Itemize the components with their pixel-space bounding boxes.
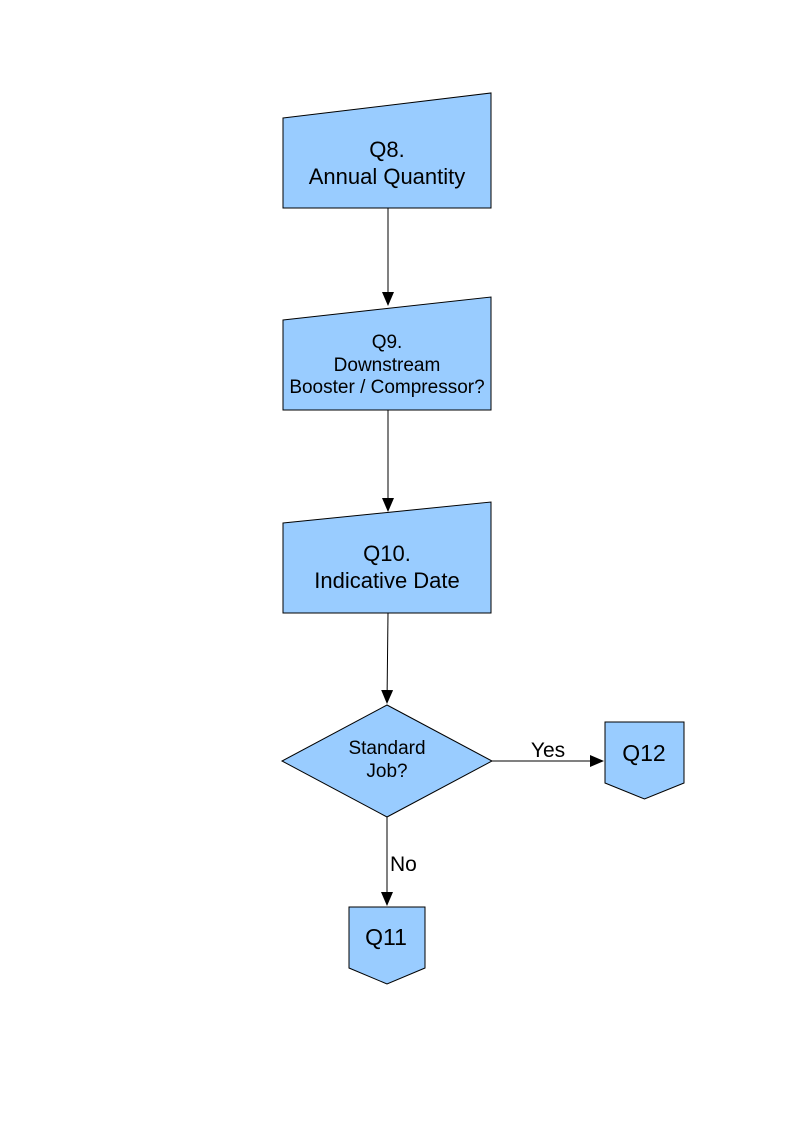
node-q8-label-line2: Annual Quantity (309, 164, 466, 189)
edge-label-no: No (390, 853, 417, 876)
node-q12-connector (604, 721, 685, 800)
node-q8-box (282, 92, 492, 209)
node-q12-label: Q12 (622, 740, 665, 766)
node-q10-label-line1: Q10. (363, 541, 411, 566)
node-q10-label-line2: Indicative Date (314, 568, 460, 593)
node-decision-label-line1: Standard (348, 738, 425, 759)
node-q9-label-line2: Downstream (334, 355, 441, 376)
node-q11-connector (348, 906, 426, 985)
node-decision-label-line2: Job? (366, 761, 407, 782)
node-q9-label-line1: Q9. (372, 332, 403, 353)
node-q8-label-line1: Q8. (369, 137, 404, 162)
arrow-q10-to-decision (381, 612, 394, 704)
node-q9-label-line3: Booster / Compressor? (289, 377, 484, 398)
node-q9-box (282, 296, 492, 411)
edge-label-yes: Yes (531, 739, 565, 762)
node-q11-label: Q11 (365, 924, 407, 950)
node-q10-box (282, 501, 492, 614)
